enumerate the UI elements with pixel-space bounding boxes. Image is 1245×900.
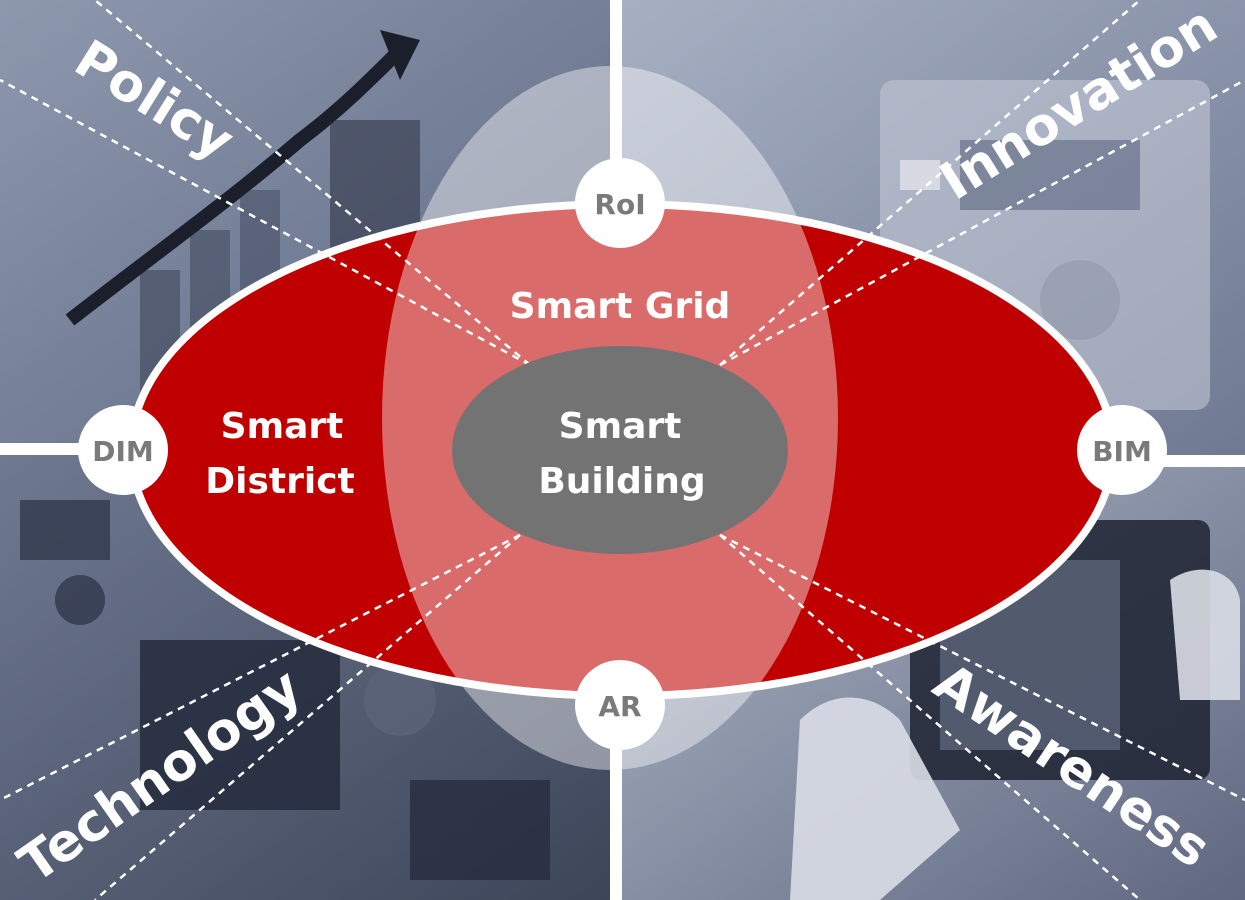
node-ar-label: AR bbox=[598, 690, 641, 723]
smart-building-label-line1: Smart bbox=[559, 406, 682, 447]
node-bim-circle bbox=[1077, 405, 1167, 495]
node-roi-label: RoI bbox=[594, 188, 645, 221]
smart-building-ellipse bbox=[452, 346, 788, 554]
smart-district-label-line1: Smart bbox=[221, 406, 344, 447]
smart-grid-label: Smart Grid bbox=[510, 286, 731, 327]
node-bim-label: BIM bbox=[1092, 435, 1152, 468]
node-ar-circle bbox=[575, 660, 665, 750]
smart-district-label-line2: District bbox=[205, 461, 355, 502]
node-roi-circle bbox=[575, 158, 665, 248]
smart-building-label-line2: Building bbox=[538, 461, 705, 502]
node-dim-label: DIM bbox=[92, 435, 154, 468]
node-dim-circle bbox=[78, 405, 168, 495]
